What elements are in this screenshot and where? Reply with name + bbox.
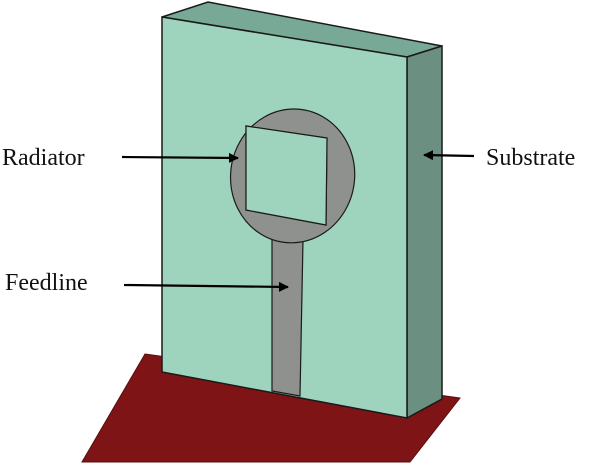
feedline-label: Feedline (5, 270, 88, 296)
radiator-slot (245, 125, 328, 226)
radiator-label: Radiator (2, 145, 85, 171)
substrate-label: Substrate (486, 145, 576, 171)
feedline-strip (271, 235, 304, 397)
substrate-arrow (423, 150, 475, 161)
substrate-side-face (406, 44, 443, 420)
feedline-arrow (123, 281, 289, 292)
radiator-arrow (121, 152, 239, 163)
